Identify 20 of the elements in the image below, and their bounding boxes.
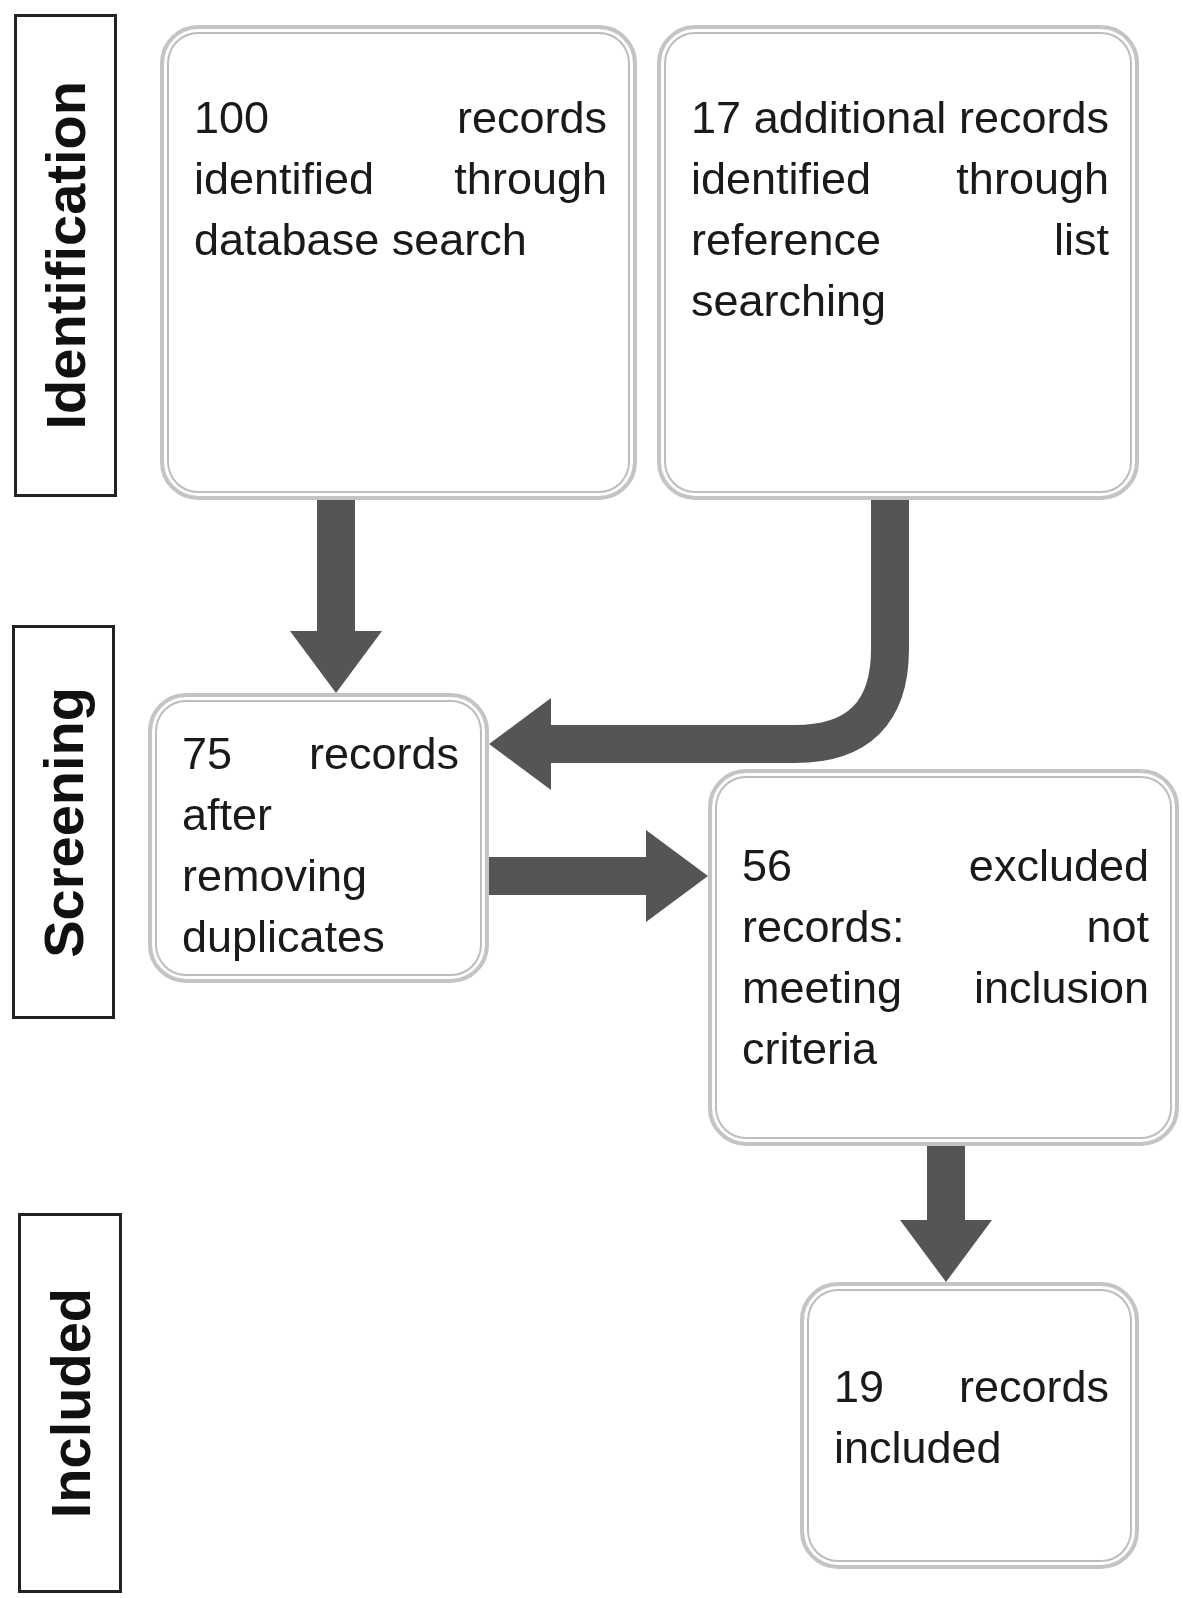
box-text: 56 excluded records: not meeting inclusion criteria: [742, 839, 1149, 1076]
stage-label-box: [14, 14, 117, 497]
process-box: [800, 1282, 1139, 1569]
process-box: [657, 25, 1139, 500]
arrow: [489, 500, 909, 790]
box-text: 75 records after removing duplicates: [182, 727, 459, 964]
arrow: [900, 1146, 992, 1282]
process-box: [148, 693, 489, 983]
arrow: [489, 830, 708, 922]
stage-label-box: [18, 1213, 122, 1593]
stage-label: Identification: [33, 81, 98, 430]
stage-label-box: [12, 625, 115, 1019]
process-box: [160, 25, 637, 500]
stage-label: Screening: [31, 686, 96, 958]
stage-label: Included: [37, 1287, 103, 1519]
box-text: 17 additional records identified through reference list searching: [691, 91, 1109, 328]
process-box: [708, 769, 1179, 1146]
box-text: 19 records included: [834, 1360, 1109, 1475]
box-text: 100 records identified through database search: [194, 91, 607, 267]
arrow: [290, 500, 382, 693]
